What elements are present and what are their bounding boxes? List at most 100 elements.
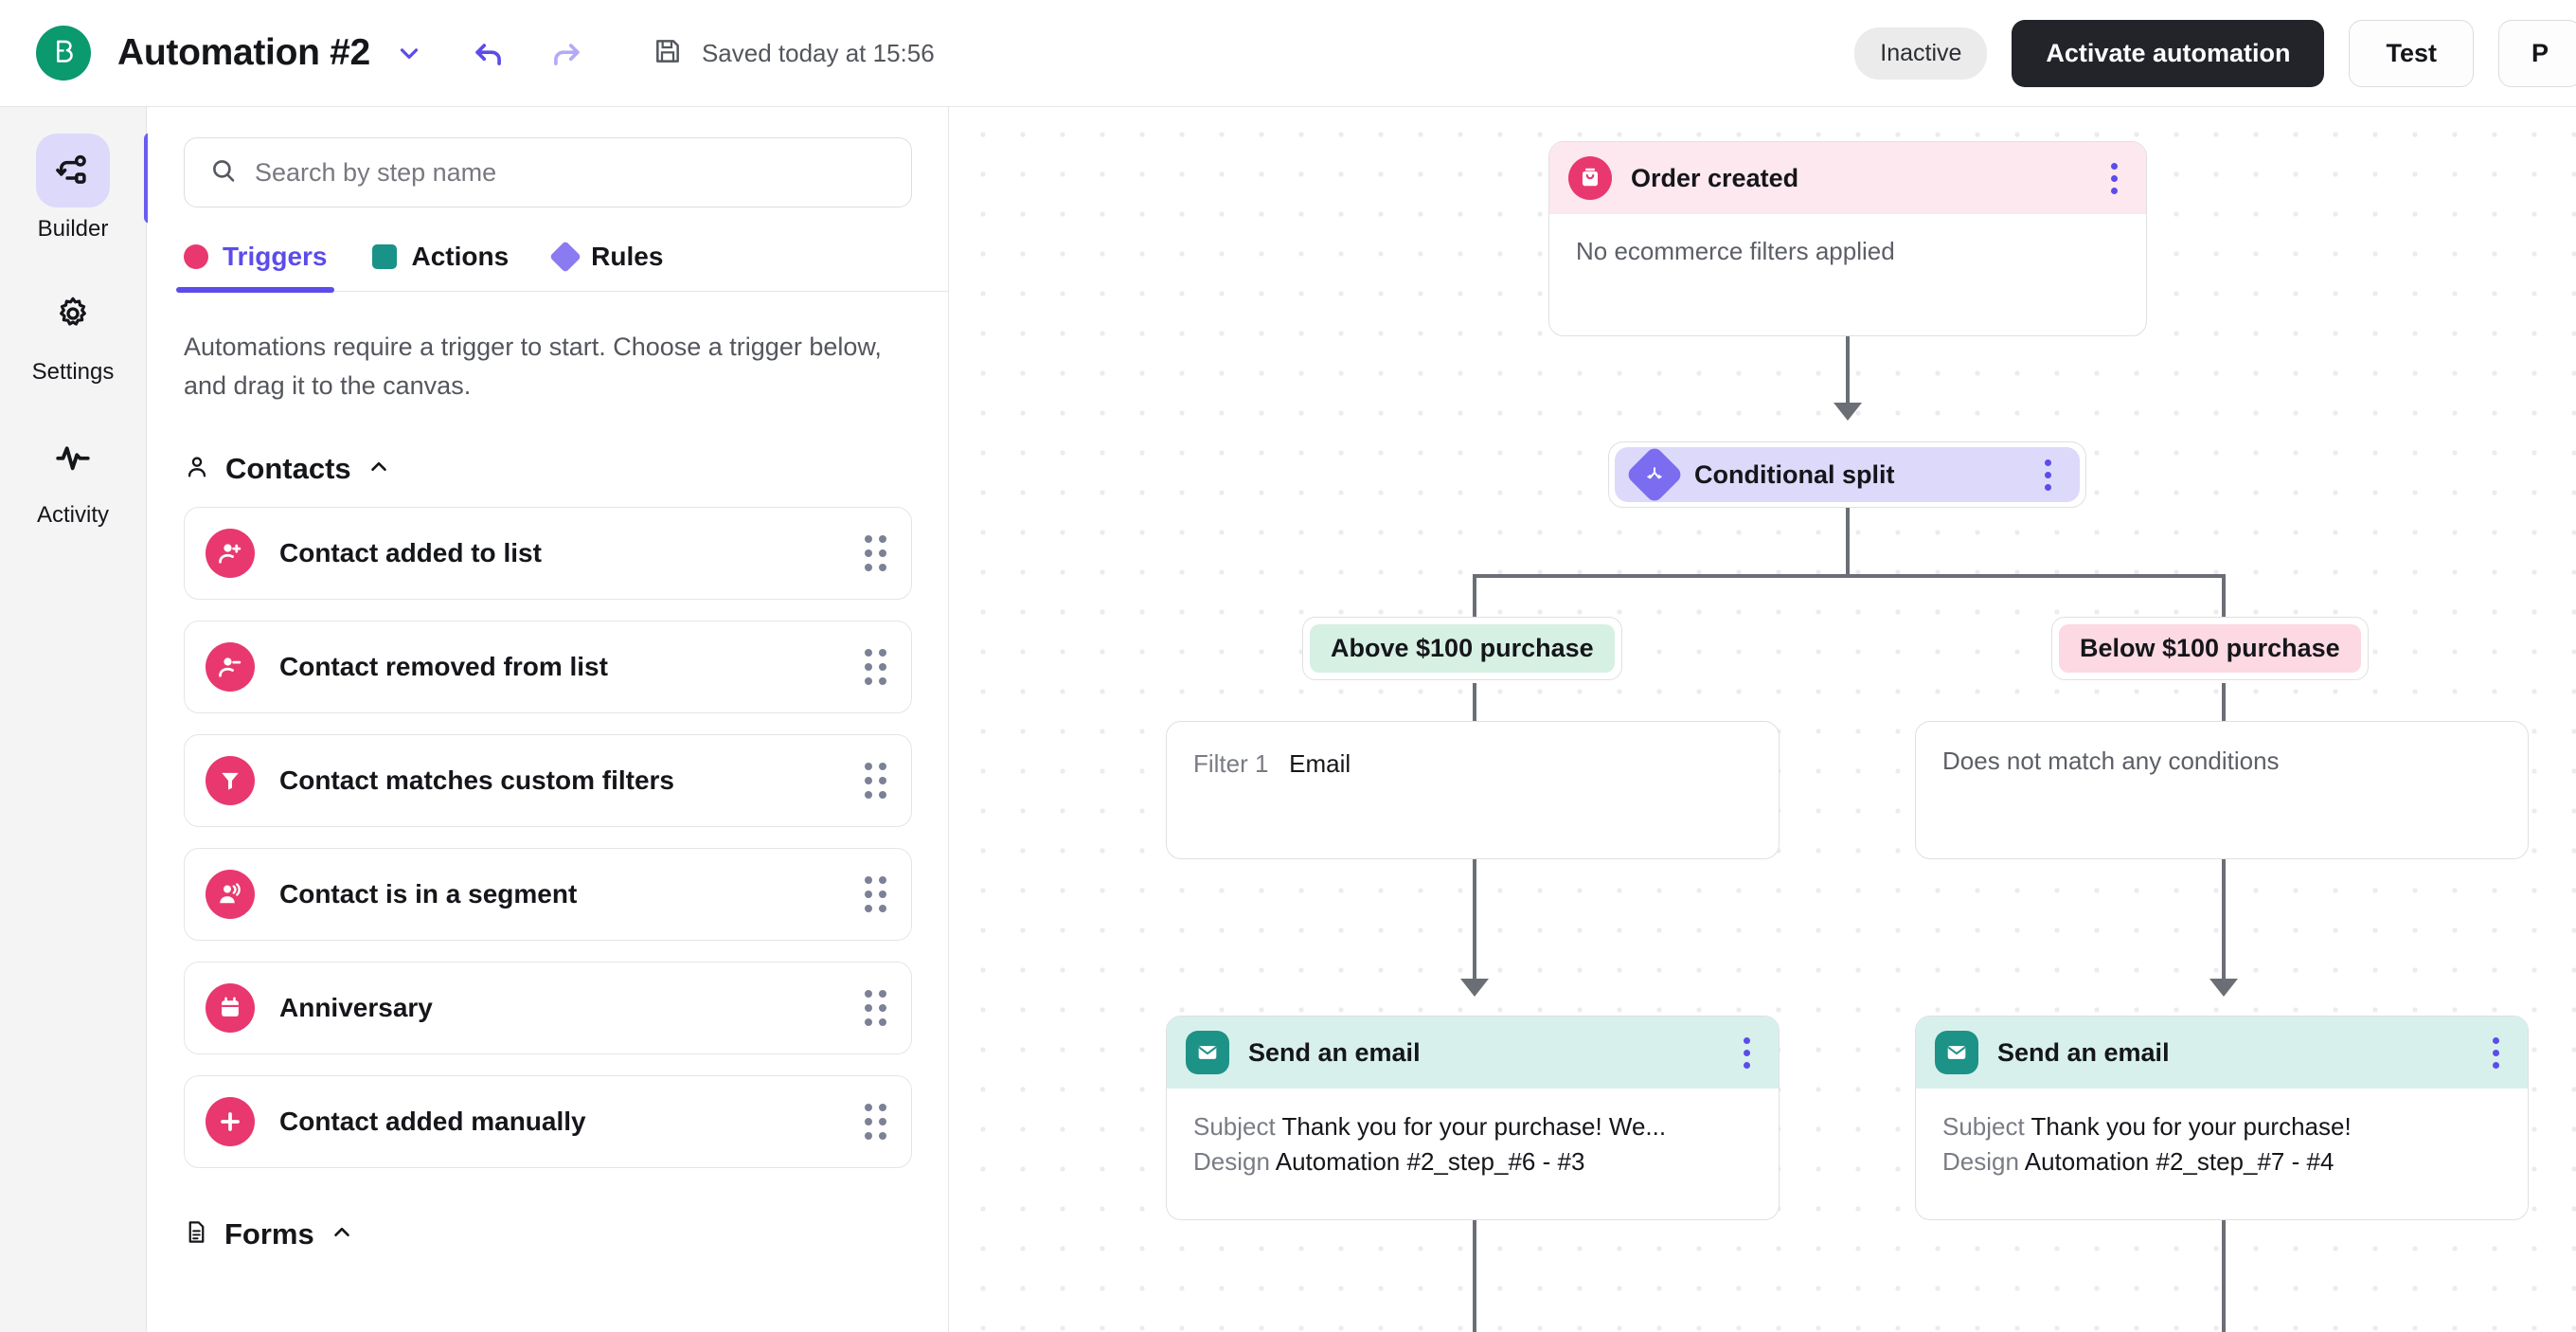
page-title: Automation #2 <box>117 32 370 73</box>
connector-pill-left <box>1473 683 1476 723</box>
node-subtitle: No ecommerce filters applied <box>1576 237 1895 265</box>
tab-triggers[interactable]: Triggers <box>175 242 335 293</box>
node-title: Send an email <box>1997 1037 2170 1067</box>
node-order-created[interactable]: Order created No ecommerce filters appli… <box>1548 141 2147 336</box>
drag-handle-icon[interactable] <box>865 876 886 912</box>
list-item[interactable]: Contact removed from list <box>184 621 912 713</box>
node-header: Conditional split <box>1615 444 2080 505</box>
branch-label-below[interactable]: Below $100 purchase <box>2051 617 2369 680</box>
email-subject-value: Thank you for your purchase! <box>2030 1112 2352 1141</box>
node-title: Send an email <box>1248 1037 1421 1067</box>
node-title: Conditional split <box>1694 459 1895 489</box>
drag-handle-icon[interactable] <box>865 535 886 571</box>
group-header-forms[interactable]: Forms <box>184 1217 948 1251</box>
group-header-contacts[interactable]: Contacts <box>184 452 948 486</box>
node-conditional-split[interactable]: Conditional split <box>1608 441 2086 508</box>
connector-trigger-to-split <box>1846 336 1850 406</box>
list-item-label: Contact is in a segment <box>279 879 578 909</box>
brevo-b-logo-icon[interactable] <box>36 26 91 81</box>
filter-key: Filter 1 <box>1193 749 1269 778</box>
save-disk-icon <box>653 36 683 71</box>
drag-handle-icon[interactable] <box>865 1104 886 1140</box>
steps-panel: Search by step name Triggers Actions Rul… <box>148 107 949 1332</box>
connector-branch-right <box>2222 574 2226 623</box>
connector-tail-left <box>1473 1220 1476 1332</box>
node-body: Subject Thank you for your purchase! Des… <box>1916 1089 2528 1179</box>
list-item[interactable]: Contact is in a segment <box>184 848 912 941</box>
chevron-up-icon[interactable] <box>330 1220 354 1250</box>
arrow-head-icon <box>1460 979 1489 997</box>
email-design-value: Automation #2_step_#6 - #3 <box>1275 1146 1585 1176</box>
flow-canvas[interactable]: Order created No ecommerce filters appli… <box>950 107 2576 1332</box>
tab-triggers-label: Triggers <box>223 242 328 271</box>
test-button[interactable]: Test <box>2349 19 2474 87</box>
filter-card-left[interactable]: Filter 1 Email <box>1166 721 1780 859</box>
more-options-icon[interactable] <box>1736 1032 1758 1074</box>
drag-handle-icon[interactable] <box>865 763 886 799</box>
funnel-icon <box>206 756 255 805</box>
chevron-down-icon[interactable] <box>395 39 423 67</box>
more-options-icon[interactable] <box>2103 157 2125 200</box>
panel-description: Automations require a trigger to start. … <box>184 333 882 400</box>
actions-square-icon <box>372 244 398 269</box>
save-status: Saved today at 15:56 <box>653 36 935 71</box>
tab-rules-label: Rules <box>591 242 664 271</box>
tab-rules[interactable]: Rules <box>549 241 664 291</box>
drag-handle-icon[interactable] <box>865 990 886 1026</box>
node-send-email-right[interactable]: Send an email Subject Thank you for your… <box>1915 1016 2529 1220</box>
calendar-icon <box>206 983 255 1033</box>
node-body: No ecommerce filters applied <box>1549 214 2146 266</box>
email-design-row: Design Automation #2_step_#6 - #3 <box>1193 1144 1754 1179</box>
filter-row: Filter 1 Email <box>1193 747 1754 782</box>
search-input[interactable]: Search by step name <box>184 137 912 207</box>
trigger-list: Contact added to list Contact removed fr… <box>184 507 912 1168</box>
top-bar: Automation #2 <box>0 0 2576 107</box>
triggers-dot-icon <box>184 244 208 269</box>
tab-actions-label: Actions <box>411 242 510 271</box>
rail-item-builder[interactable]: Builder <box>0 134 147 243</box>
branch-label-above[interactable]: Above $100 purchase <box>1302 617 1622 680</box>
node-header: Send an email <box>1916 1017 2528 1089</box>
drag-handle-icon[interactable] <box>865 649 886 685</box>
saved-timestamp: Saved today at 15:56 <box>701 38 935 67</box>
node-send-email-left[interactable]: Send an email Subject Thank you for your… <box>1166 1016 1780 1220</box>
list-item[interactable]: Contact added manually <box>184 1075 912 1168</box>
rail-label-settings: Settings <box>31 359 115 385</box>
overflow-button-clipped[interactable]: P <box>2497 19 2576 87</box>
node-title: Order created <box>1631 163 1799 192</box>
chevron-up-icon[interactable] <box>367 455 391 484</box>
list-item[interactable]: Contact added to list <box>184 507 912 600</box>
rail-item-settings[interactable]: Settings <box>0 277 147 386</box>
search-placeholder: Search by step name <box>255 157 497 187</box>
list-item-label: Contact added manually <box>279 1107 586 1136</box>
rail-item-activity[interactable]: Activity <box>0 420 147 529</box>
status-badge: Inactive <box>1854 27 1988 80</box>
list-item[interactable]: Anniversary <box>184 962 912 1054</box>
person-plus-icon <box>206 529 255 578</box>
tab-actions[interactable]: Actions <box>372 242 509 291</box>
connector-pill-right <box>2222 683 2226 723</box>
more-options-icon[interactable] <box>2485 1032 2507 1074</box>
list-item-label: Contact added to list <box>279 538 542 567</box>
connector-filter-left-to-email <box>1473 859 1476 982</box>
node-header: Send an email <box>1167 1017 1779 1089</box>
list-item[interactable]: Contact matches custom filters <box>184 734 912 827</box>
email-design-value: Automation #2_step_#7 - #4 <box>2024 1146 2334 1176</box>
filter-card-body: Filter 1 Email <box>1167 722 1779 782</box>
redo-arrow-icon[interactable] <box>548 35 584 71</box>
filter-card-right[interactable]: Does not match any conditions <box>1915 721 2529 859</box>
undo-arrow-icon[interactable] <box>471 35 507 71</box>
gear-icon <box>36 277 110 351</box>
left-rail: Builder Settings Activity <box>0 107 147 1332</box>
node-body: Subject Thank you for your purchase! We.… <box>1167 1089 1779 1179</box>
connector-branch-left <box>1473 574 1476 623</box>
envelope-icon <box>1935 1031 1978 1074</box>
activate-automation-button[interactable]: Activate automation <box>2012 19 2325 87</box>
envelope-icon <box>1186 1031 1229 1074</box>
more-options-icon[interactable] <box>2037 454 2059 496</box>
email-subject-row: Subject Thank you for your purchase! <box>1942 1109 2503 1144</box>
rail-label-builder: Builder <box>37 216 109 242</box>
list-item-label: Contact matches custom filters <box>279 765 674 795</box>
person-icon <box>184 454 210 485</box>
